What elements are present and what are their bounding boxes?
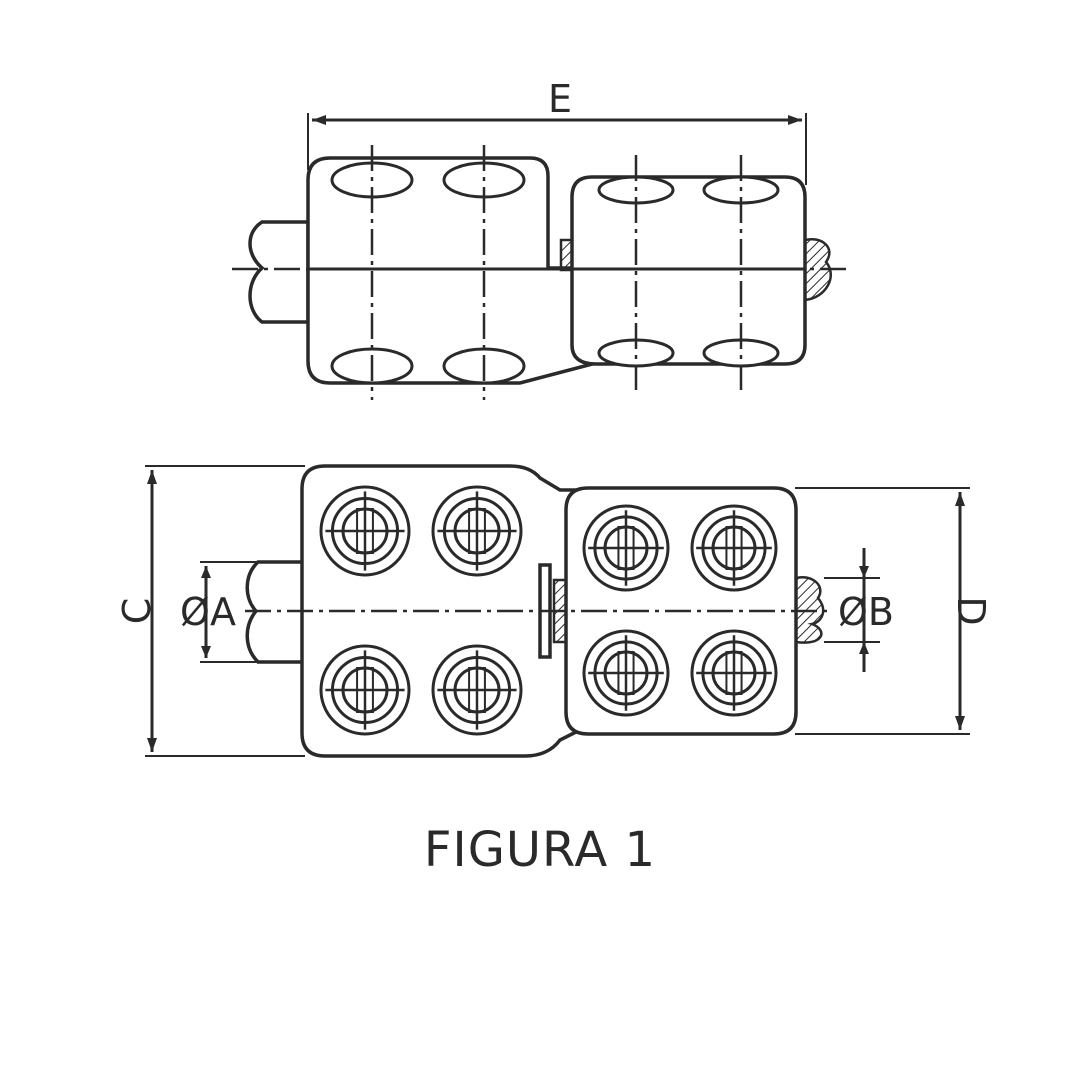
figure-caption: FIGURA 1: [423, 822, 657, 878]
dimension-d-label: D: [949, 596, 993, 625]
plan-bolt-heads: [319, 485, 778, 736]
dimension-b-label: ØB: [838, 590, 894, 634]
bolt-head: [582, 629, 670, 717]
bolt-head: [582, 504, 670, 592]
bolt-head: [319, 485, 411, 577]
dimension-c-label: C: [115, 598, 159, 625]
bolt-head: [690, 504, 778, 592]
bolt-head: [431, 485, 523, 577]
right-conductor-end: [803, 237, 832, 302]
bolt-head: [319, 644, 411, 736]
left-conductor-stub: [248, 220, 310, 324]
dimension-a-label: ØA: [180, 590, 236, 634]
side-view: E: [232, 77, 846, 400]
side-view-bolt-centerlines: [370, 145, 743, 400]
bolt-head: [431, 644, 523, 736]
middle-thread-stub: [559, 238, 574, 272]
dimension-c: C: [115, 465, 305, 757]
plan-view: C D ØA: [115, 464, 993, 758]
left-conductor: ØA: [180, 560, 307, 664]
dimension-d: D: [795, 487, 993, 735]
dimension-e: E: [307, 77, 807, 185]
dimension-e-label: E: [548, 77, 572, 121]
bolt-head: [690, 629, 778, 717]
